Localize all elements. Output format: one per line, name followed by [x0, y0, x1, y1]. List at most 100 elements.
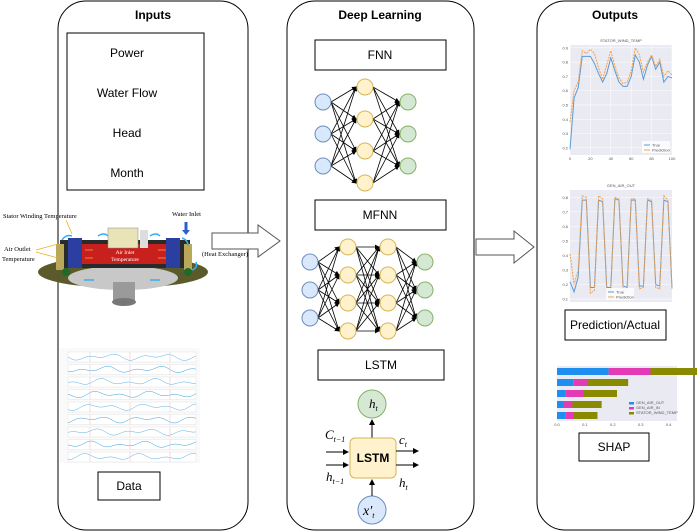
connection-edge: [330, 118, 357, 167]
input-node: [301, 253, 319, 271]
connection-edge: [330, 86, 357, 135]
shap-bar-gen_air_out: [557, 390, 566, 397]
connection-edge: [330, 86, 357, 103]
thumbnail-series: [67, 428, 197, 436]
h-prev-label: ht−1: [326, 469, 344, 486]
fnn-box: [314, 39, 447, 71]
legend-label: Prediction: [616, 295, 634, 300]
label-air-outlet-temperature: Temperature: [2, 256, 35, 263]
label-air-inlet: Air Inlet: [116, 250, 135, 256]
input-water-flow: Water Flow: [97, 86, 158, 100]
shap-bar-stator_wind_temp: [572, 401, 602, 408]
hidden-state-node: [357, 389, 387, 419]
connection-edge: [395, 317, 417, 332]
thumbnail-series: [67, 353, 197, 361]
input-power: Power: [110, 46, 144, 60]
c-out-label: ct: [399, 432, 408, 449]
connection-edge: [395, 246, 417, 263]
y-tick-label: 0.3: [562, 268, 568, 273]
input-node: [301, 309, 319, 327]
y-tick-label: 0.2: [562, 145, 568, 150]
shap-box: [578, 432, 650, 462]
thumbnail-series: [67, 440, 197, 448]
y-tick-label: 0.8: [562, 60, 568, 65]
y-tick-label: 0.8: [562, 195, 568, 200]
connection-edge: [330, 165, 357, 184]
gen-air-out-chart: GEN_AIR_OUT0.10.20.30.40.50.60.70.8TrueP…: [562, 183, 673, 302]
mfnn-box: [314, 199, 447, 231]
shap-bar-gen_air_in: [565, 390, 592, 397]
y-tick-label: 0.6: [562, 88, 568, 93]
y-tick-label: 0.1: [562, 297, 568, 302]
lstm-cell-label: LSTM: [357, 451, 390, 465]
prediction-actual-label: Prediction/Actual: [570, 318, 660, 332]
x-tick-label: 0.3: [638, 422, 644, 427]
data-label: Data: [116, 479, 142, 493]
connection-edge: [355, 246, 380, 276]
thumbnail-subplot: [67, 376, 197, 388]
output-node: [416, 281, 434, 299]
inputs-title: Inputs: [135, 8, 171, 22]
hidden-node: [339, 238, 357, 256]
input-head: Head: [113, 126, 142, 140]
thumbnail-series: [67, 416, 197, 424]
connection-edge: [355, 302, 380, 332]
data-box: [97, 471, 161, 501]
connection-edge: [372, 86, 400, 103]
hidden-node: [339, 266, 357, 284]
connection-edge: [372, 133, 400, 184]
thumbnail-subplot: [67, 439, 197, 450]
legend-swatch: [629, 402, 634, 405]
hidden-node: [339, 322, 357, 340]
legend-label: Prediction: [652, 148, 670, 153]
generator-illustration: Stator Winding Temperature Water Inlet A…: [2, 211, 248, 306]
lstm-label: LSTM: [365, 358, 397, 372]
thumbnail-series: [67, 453, 197, 460]
y-tick-label: 0.4: [562, 253, 568, 258]
lstm-box: [317, 349, 445, 381]
x-tick-label: 40: [609, 156, 614, 161]
output-node: [399, 125, 417, 143]
label-air-outlet: Air Outlet: [4, 246, 31, 253]
connection-edge: [395, 261, 418, 332]
y-tick-label: 0.3: [562, 131, 568, 136]
x-tick-label: 80: [649, 156, 654, 161]
thumbnail-subplot: [67, 364, 197, 375]
y-tick-label: 0.7: [562, 209, 568, 214]
hidden-node: [339, 294, 357, 312]
connection-edge: [395, 261, 417, 304]
legend-swatch: [629, 407, 634, 410]
connection-edge: [317, 302, 340, 319]
legend-swatch: [629, 412, 634, 415]
legend-label: STATOR_WIND_TEMP: [636, 410, 678, 415]
shap-bar-gen_air_in: [563, 401, 580, 408]
x-tick-label: 100: [669, 156, 676, 161]
shap-label: SHAP: [598, 440, 631, 454]
connection-edge: [355, 246, 381, 332]
shap-bar-stator_wind_temp: [587, 379, 629, 386]
legend-label: True: [616, 290, 625, 295]
thumbnail-series: [67, 403, 197, 411]
legend-label: GEN_AIR_IN: [636, 405, 660, 410]
outputs-title: Outputs: [592, 8, 638, 22]
x-tick-label: 0.1: [582, 422, 588, 427]
thumbnail-subplot: [67, 351, 197, 363]
x-tick-label: 0: [569, 156, 572, 161]
output-node: [399, 157, 417, 175]
hidden-node: [379, 238, 397, 256]
hidden-node: [356, 78, 374, 96]
connection-edge: [395, 289, 417, 332]
h-top-label: ht: [369, 396, 379, 413]
deep-learning-panel: [286, 0, 475, 531]
mfnn-network: [301, 238, 434, 340]
series-line-prediction: [569, 194, 673, 295]
connection-edge: [317, 317, 340, 332]
hidden-node: [356, 174, 374, 192]
connection-edge: [330, 150, 357, 167]
connection-edge: [317, 274, 340, 319]
deep-learning-title: Deep Learning: [338, 8, 421, 22]
x-tick-label: 0.2: [610, 422, 616, 427]
input-node: [314, 125, 332, 143]
shap-bar-gen_air_out: [557, 379, 574, 386]
output-node: [399, 93, 417, 111]
